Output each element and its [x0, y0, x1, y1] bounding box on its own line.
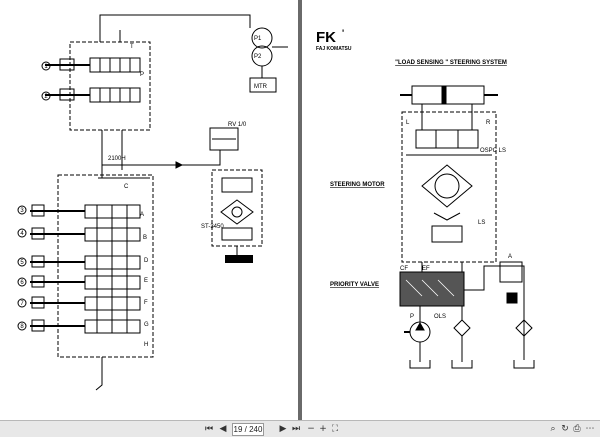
- pump-label-1: P1: [254, 36, 262, 42]
- left-page: 1 2 3 4 5 6 7 8 P1 P2 MTR T P A B C D E …: [0, 0, 298, 420]
- relief-box-a: [499, 261, 523, 283]
- ospc-unit: [401, 111, 497, 263]
- circled-7: 7: [20, 301, 24, 307]
- label-ef: EF: [422, 266, 430, 272]
- steering-motor-rotor: [421, 164, 473, 208]
- prev-page-icon[interactable]: ◀: [219, 424, 227, 434]
- code-label: 2100H: [108, 156, 126, 162]
- small-label-h: H: [144, 342, 148, 348]
- circled-1: 1: [44, 64, 48, 70]
- small-label-c: C: [124, 184, 129, 190]
- label-p: P: [410, 314, 414, 320]
- small-label-f: F: [144, 300, 148, 306]
- circled-4: 4: [20, 231, 24, 237]
- label-cf: CF: [400, 266, 408, 272]
- small-label-d: D: [144, 258, 149, 264]
- logo: FK: [316, 29, 336, 46]
- lower-valve-block: [57, 174, 154, 358]
- label-ols: OLS: [434, 314, 446, 320]
- relief-valve: [209, 127, 239, 151]
- filter-1: [453, 319, 471, 337]
- circled-6: 6: [20, 280, 24, 286]
- first-page-icon[interactable]: ⏮: [204, 424, 214, 434]
- more-options-icon[interactable]: ⋯: [585, 424, 595, 434]
- motor-box: [249, 77, 277, 93]
- circled-5: 5: [20, 260, 24, 266]
- valve-ref-label: ST-3450: [201, 224, 224, 230]
- right-page: FK ' FAJ KOMATSU "LOAD SENSING " STEERIN…: [302, 0, 600, 420]
- steering-cylinder: [411, 85, 485, 105]
- fit-page-icon[interactable]: ⛶: [331, 424, 339, 434]
- small-label-g: G: [144, 322, 149, 328]
- search-icon[interactable]: ⌕: [550, 424, 556, 434]
- label-priority-valve: PRIORITY VALVE: [330, 282, 379, 288]
- label-r: R: [486, 120, 491, 126]
- small-label-t: T: [130, 44, 134, 50]
- circled-3: 3: [20, 208, 24, 214]
- circled-2: 2: [44, 94, 48, 100]
- small-label-p: P: [140, 72, 144, 78]
- page-title: "LOAD SENSING " STEERING SYSTEM: [395, 60, 507, 66]
- logo-mark: ': [342, 28, 344, 38]
- print-icon[interactable]: ⎙: [573, 424, 581, 434]
- circled-8: 8: [20, 324, 24, 330]
- label-ospc-ls: OSPC LS: [480, 148, 506, 154]
- viewer-toolbar: ⏮ ◀ 19 / 240 ▶ ⏭ − + ⛶ ⌕ ↻ ⎙ ⋯: [0, 420, 600, 437]
- label-steering-motor: STEERING MOTOR: [330, 182, 385, 188]
- small-label-e: E: [144, 278, 148, 284]
- next-page-icon[interactable]: ▶: [279, 424, 287, 434]
- steering-unit: [211, 169, 263, 247]
- label-l: L: [406, 120, 410, 126]
- ospc-valve: [415, 129, 479, 149]
- ls-check: [431, 225, 463, 243]
- small-label-b: B: [143, 235, 147, 241]
- relief-ref-label: RV 1/0: [228, 122, 247, 128]
- lower-spools: [84, 204, 141, 334]
- top-spool-1: [89, 57, 141, 73]
- zoom-in-icon[interactable]: +: [319, 424, 327, 434]
- pump-label-2: P2: [254, 54, 262, 60]
- pump-1: [251, 27, 273, 49]
- steering-schematic-right: FK ' FAJ KOMATSU "LOAD SENSING " STEERIN…: [316, 28, 535, 369]
- priority-valve: [399, 271, 465, 307]
- page-number-field[interactable]: 19 / 240: [232, 423, 264, 436]
- zoom-out-icon[interactable]: −: [307, 424, 315, 434]
- rotate-icon[interactable]: ↻: [561, 424, 569, 434]
- label-a: A: [508, 254, 512, 260]
- steering-rotor: [220, 199, 254, 225]
- logo-subtitle: FAJ KOMATSU: [316, 46, 352, 52]
- last-page-icon[interactable]: ⏭: [291, 424, 301, 434]
- filter-2: [515, 319, 533, 337]
- small-label-a: A: [140, 212, 144, 218]
- page-gutter: [298, 0, 302, 420]
- label-ls: LS: [478, 220, 485, 226]
- hydraulic-schematic-left: 1 2 3 4 5 6 7 8 P1 P2 MTR T P A B C D E …: [17, 14, 288, 391]
- motor-box-label: MTR: [254, 84, 268, 90]
- top-spool-2: [89, 87, 141, 103]
- top-valve-block: [69, 41, 151, 131]
